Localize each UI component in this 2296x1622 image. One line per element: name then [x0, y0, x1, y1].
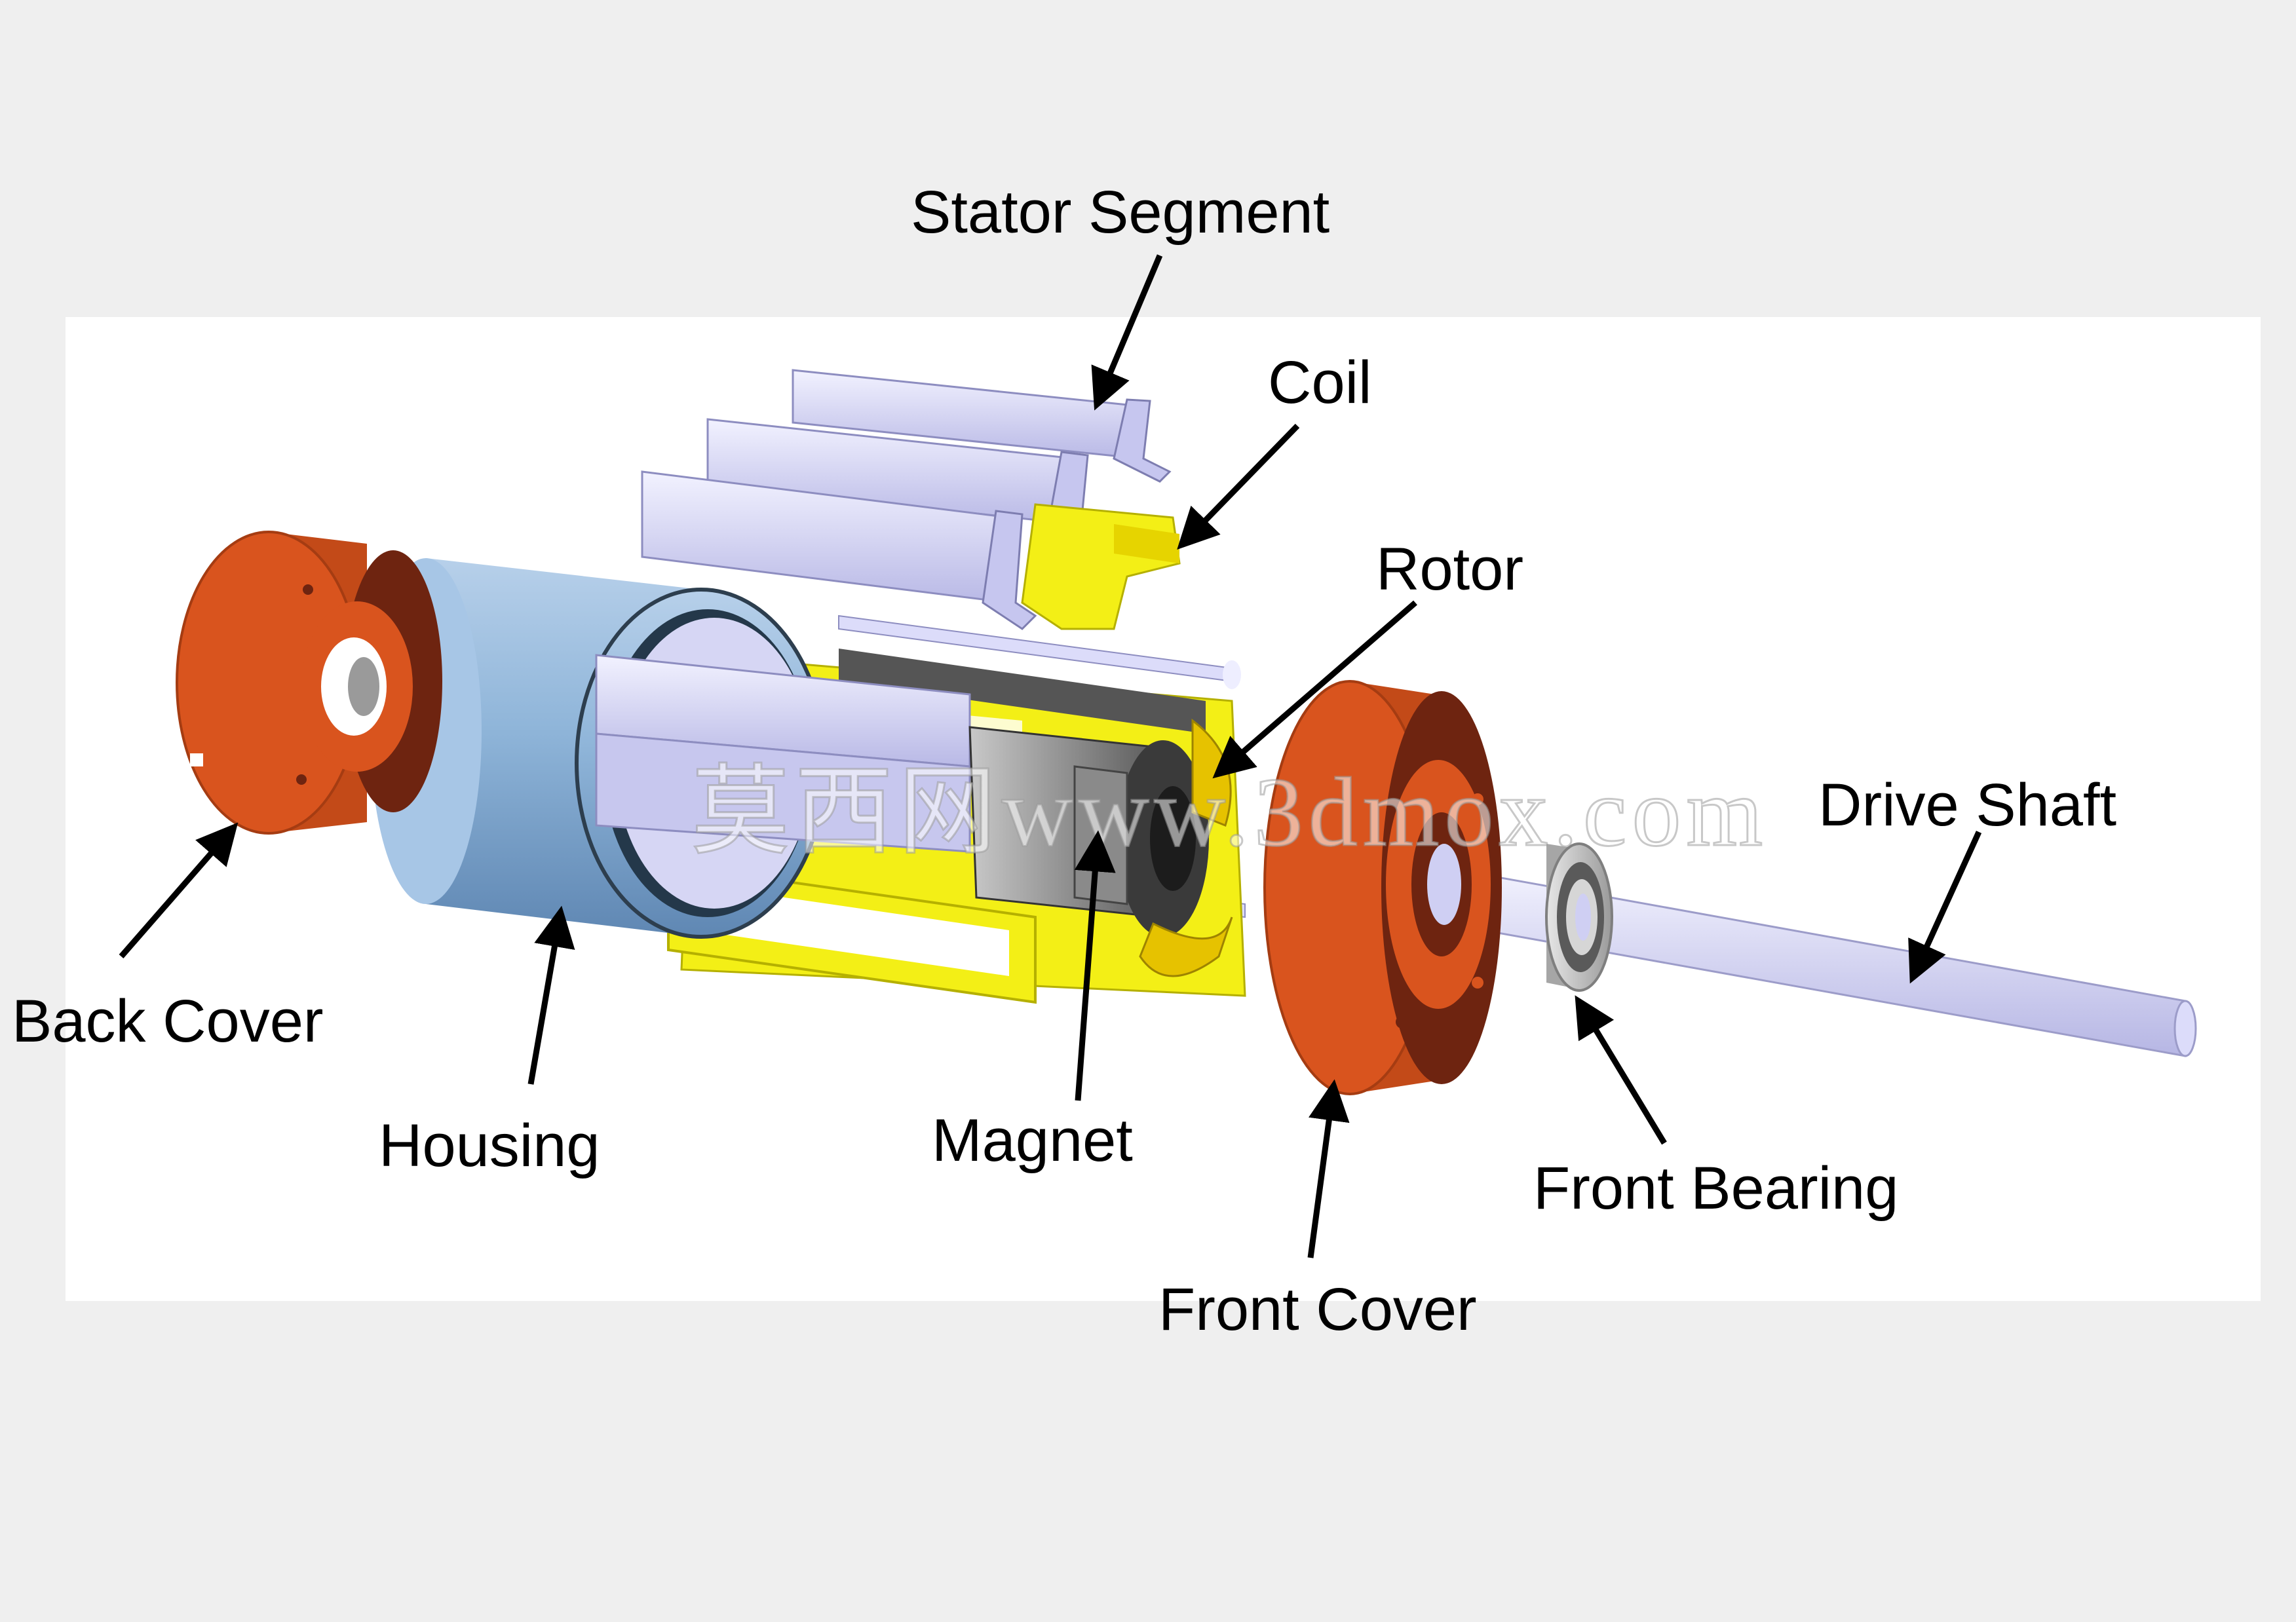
stator-segment-inner: [595, 654, 971, 853]
arrow-front-cover: [1307, 1079, 1350, 1258]
label-back-cover: Back Cover: [12, 988, 324, 1055]
arrow-rotor: [1212, 600, 1417, 779]
stator-segment-top-1: [792, 369, 1172, 483]
label-drive-shaft: Drive Shaft: [1818, 772, 2116, 839]
arrow-magnet: [1074, 830, 1116, 1101]
label-coil: Coil: [1268, 349, 1371, 416]
coil-top: [1021, 503, 1181, 630]
label-magnet: Magnet: [932, 1107, 1133, 1174]
front-bearing: [1545, 842, 1613, 992]
stator-segment-top-3: [641, 470, 1037, 630]
arrow-drive-shaft: [1908, 831, 1982, 984]
callout-arrows: [119, 254, 1982, 1258]
label-front-cover: Front Cover: [1158, 1276, 1477, 1343]
back-cover: [176, 531, 442, 835]
watermark: 莫西网www.3dmox.com: [691, 758, 1768, 867]
label-front-bearing: Front Bearing: [1533, 1155, 1898, 1222]
front-cover: [1263, 680, 1502, 1095]
arrow-front-bearing: [1575, 995, 1667, 1145]
arrow-housing: [527, 905, 575, 1085]
label-rotor: Rotor: [1376, 536, 1523, 603]
label-housing: Housing: [379, 1112, 600, 1179]
coil-end-turns: [1139, 718, 1233, 977]
arrow-coil: [1177, 423, 1300, 550]
label-stator-segment: Stator Segment: [911, 179, 1330, 246]
arrow-stator-segment: [1091, 254, 1163, 411]
arrow-back-cover: [119, 822, 239, 958]
